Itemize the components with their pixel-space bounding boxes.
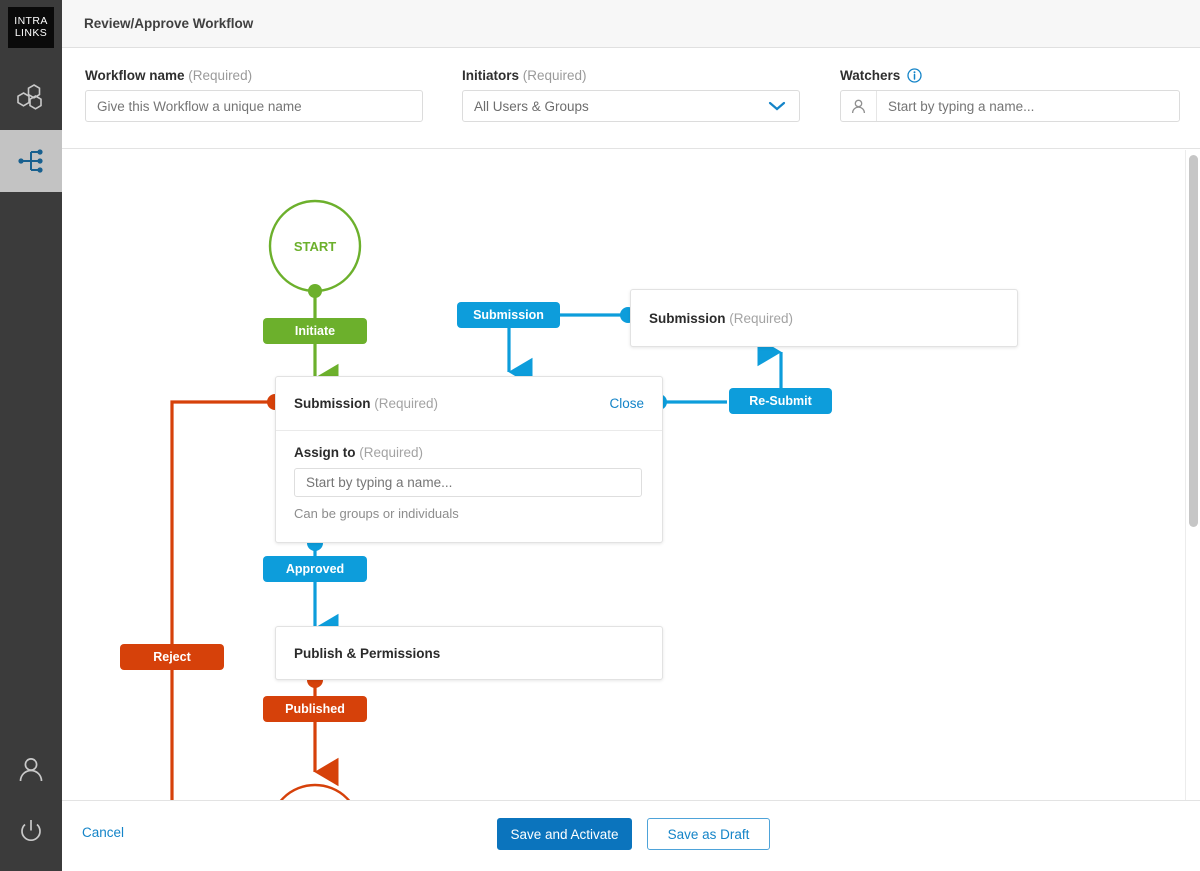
submission-node-right-title: Submission (Required) bbox=[649, 310, 794, 326]
sidebar-item-workspaces[interactable] bbox=[0, 66, 62, 128]
submission-card-header: Submission (Required) Close bbox=[276, 377, 662, 431]
assign-to-input[interactable] bbox=[294, 468, 642, 497]
publish-permissions-title: Publish & Permissions bbox=[294, 645, 441, 661]
chevron-down-icon bbox=[768, 101, 786, 111]
footer-action-bar: Cancel Save and Activate Save as Draft bbox=[62, 800, 1200, 871]
page-title: Review/Approve Workflow bbox=[84, 16, 254, 31]
logo-line-2: LINKS bbox=[14, 26, 48, 39]
initiators-select[interactable]: All Users & Groups bbox=[462, 90, 800, 122]
hexagons-icon bbox=[17, 84, 42, 110]
person-icon bbox=[841, 91, 877, 121]
start-node-label: START bbox=[294, 239, 336, 254]
save-as-draft-button[interactable]: Save as Draft bbox=[647, 818, 770, 850]
close-link[interactable]: Close bbox=[609, 396, 644, 411]
sidebar-item-workflows[interactable] bbox=[0, 130, 62, 192]
watchers-input-wrapper[interactable] bbox=[840, 90, 1180, 122]
workflow-name-input[interactable] bbox=[85, 90, 423, 122]
watchers-label: Watchers bbox=[840, 68, 1180, 83]
transition-resubmit[interactable]: Re-Submit bbox=[729, 388, 832, 414]
end-node-circle[interactable] bbox=[270, 783, 360, 800]
submission-card-body: Assign to (Required) Can be groups or in… bbox=[276, 431, 662, 521]
submission-card-title: Submission (Required) bbox=[294, 396, 439, 411]
sidebar-item-profile[interactable] bbox=[0, 739, 62, 801]
workflow-tree-icon bbox=[18, 149, 43, 173]
page-header: Review/Approve Workflow bbox=[62, 0, 1200, 48]
logo-line-1: INTRA bbox=[14, 15, 48, 28]
workflow-canvas[interactable]: START Initiate Submis bbox=[62, 150, 1200, 800]
initiators-field: Initiators (Required) All Users & Groups bbox=[462, 68, 800, 122]
canvas-scrollbar-thumb[interactable] bbox=[1189, 155, 1198, 527]
watchers-field: Watchers bbox=[840, 68, 1180, 122]
publish-permissions-node[interactable]: Publish & Permissions bbox=[275, 626, 663, 680]
workflow-name-label: Workflow name (Required) bbox=[85, 68, 253, 83]
workflow-settings-row: Workflow name (Required) Initiators (Req… bbox=[62, 49, 1200, 149]
intralinks-logo[interactable]: INTRA LINKS bbox=[8, 7, 54, 48]
left-sidebar: INTRA LINKS bbox=[0, 0, 62, 871]
initiators-selected-value: All Users & Groups bbox=[474, 98, 589, 114]
sidebar-item-logout[interactable] bbox=[0, 801, 62, 863]
transition-initiate[interactable]: Initiate bbox=[263, 318, 367, 344]
workflow-name-field: Workflow name (Required) bbox=[85, 68, 423, 122]
transition-approved[interactable]: Approved bbox=[263, 556, 367, 582]
submission-step-card[interactable]: Submission (Required) Close Assign to (R… bbox=[275, 376, 663, 543]
initiators-label: Initiators (Required) bbox=[462, 68, 587, 83]
transition-reject[interactable]: Reject bbox=[120, 644, 224, 670]
submission-node-right[interactable]: Submission (Required) bbox=[630, 289, 1018, 347]
transition-submission[interactable]: Submission bbox=[457, 302, 560, 328]
transition-published[interactable]: Published bbox=[263, 696, 367, 722]
edge-reject bbox=[170, 400, 275, 800]
power-icon bbox=[21, 820, 41, 842]
cancel-button[interactable]: Cancel bbox=[82, 825, 125, 840]
watchers-input[interactable] bbox=[877, 92, 1179, 120]
canvas-scrollbar-track[interactable] bbox=[1185, 150, 1200, 800]
assign-to-hint: Can be groups or individuals bbox=[294, 506, 459, 521]
save-and-activate-button[interactable]: Save and Activate bbox=[497, 818, 632, 850]
user-icon bbox=[19, 758, 43, 782]
assign-to-label: Assign to (Required) bbox=[294, 445, 424, 460]
info-icon[interactable] bbox=[907, 68, 922, 83]
